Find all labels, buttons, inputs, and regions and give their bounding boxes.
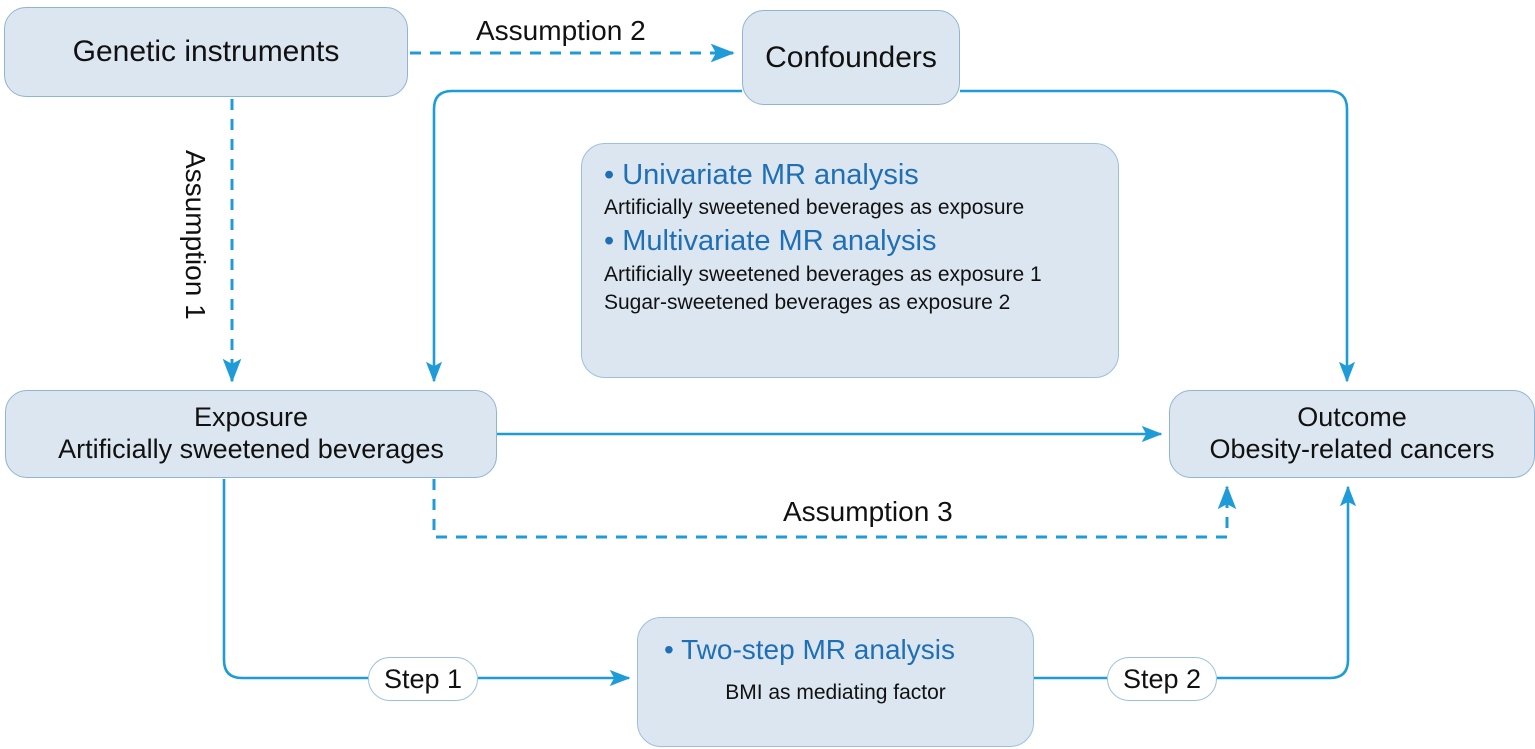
label-assumption-2: Assumption 2 <box>472 15 650 47</box>
bullet-icon: • <box>604 225 615 258</box>
node-exposure-title: Exposure <box>193 402 309 433</box>
label-assumption-3: Assumption 3 <box>779 496 957 528</box>
mr-multivariate-detail-1: Artificially sweetened beverages as expo… <box>604 262 1042 286</box>
pill-step-1[interactable]: Step 1 <box>368 657 478 701</box>
node-confounders[interactable]: Confounders <box>742 10 960 105</box>
node-exposure-detail: Artificially sweetened beverages <box>58 434 444 464</box>
node-exposure[interactable]: Exposure Artificially sweetened beverage… <box>5 390 497 478</box>
mr-univariate-heading-row: • Univariate MR analysis <box>604 156 1098 194</box>
node-outcome[interactable]: Outcome Obesity-related cancers <box>1169 390 1535 478</box>
pill-step-2-label: Step 2 <box>1122 663 1202 694</box>
edge-confounders-to-outcome <box>960 89 1356 383</box>
node-confounders-label: Confounders <box>765 40 937 74</box>
edge-confounders-to-exposure <box>425 89 742 383</box>
mr-multivariate-detail-2: Sugar-sweetened beverages as exposure 2 <box>604 290 1011 314</box>
mr-univariate-heading: Univariate MR analysis <box>622 159 919 191</box>
bullet-icon: • <box>604 159 615 191</box>
pill-step-1-label: Step 1 <box>383 663 463 694</box>
twostep-heading: Two-step MR analysis <box>681 634 955 665</box>
twostep-detail: BMI as mediating factor <box>725 680 946 704</box>
edge-step2-to-outcome <box>1217 485 1357 680</box>
edge-step1-from-exposure <box>222 479 368 680</box>
label-assumption-1: Assumption 1 <box>180 150 211 320</box>
node-outcome-detail: Obesity-related cancers <box>1209 434 1495 464</box>
edge-assumption3 <box>432 479 1237 539</box>
twostep-heading-row: • Two-step MR analysis <box>656 632 1015 669</box>
mr-univariate-detail: Artificially sweetened beverages as expo… <box>604 196 1025 220</box>
panel-two-step-mr[interactable]: • Two-step MR analysis BMI as mediating … <box>637 617 1034 747</box>
pill-step-2[interactable]: Step 2 <box>1107 657 1217 701</box>
panel-mr-analysis[interactable]: • Univariate MR analysis Artificially sw… <box>581 143 1119 378</box>
mr-multivariate-heading-row: • Multivariate MR analysis <box>604 222 1098 260</box>
bullet-icon: • <box>664 634 674 665</box>
node-genetic-instruments[interactable]: Genetic instruments <box>4 7 408 97</box>
node-genetic-instruments-label: Genetic instruments <box>72 35 340 69</box>
mr-multivariate-heading: Multivariate MR analysis <box>622 225 937 258</box>
node-outcome-title: Outcome <box>1297 402 1407 433</box>
